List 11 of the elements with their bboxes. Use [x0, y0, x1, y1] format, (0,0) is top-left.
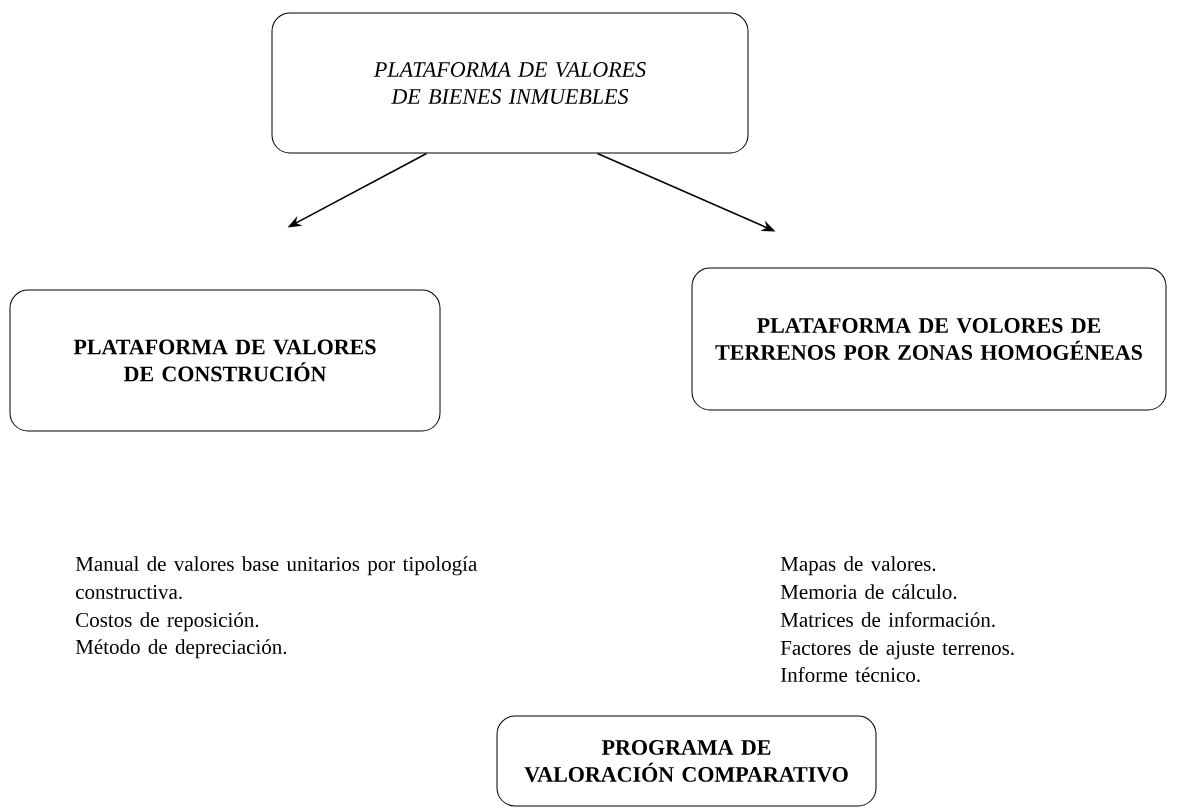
node-label: Memoria de cálculo.	[780, 584, 957, 600]
list-text: Mapas de valores. Memoria de cálculo. Matrices de información. Factores de ajuste terrenos. Informe técnico.	[780, 556, 1014, 683]
rounded-box: PLATAFORMA DE VALORES DE CONSTRUCIÓN	[9, 289, 441, 432]
node-label: Mapas de valores.	[780, 556, 936, 576]
rounded-box: PROGRAMA DE VALORACIÓN COMPARATIVO	[496, 715, 877, 807]
list-text: Manual de valores base unitarios por tipología constructiva. Costos de reposición. Método de depreciación.	[75, 556, 477, 659]
rounded-box: PLATAFORMA DE VALORES DE BIENES INMUEBLES	[271, 12, 749, 154]
node-label: Factores de ajuste terrenos.	[780, 640, 1014, 660]
node-label: Matrices de información.	[780, 611, 995, 628]
node-label: Informe técnico.	[780, 666, 920, 683]
rounded-box: PLATAFORMA DE VOLORES DE TERRENOS POR ZONAS HOMOGÉNEAS	[691, 267, 1167, 411]
